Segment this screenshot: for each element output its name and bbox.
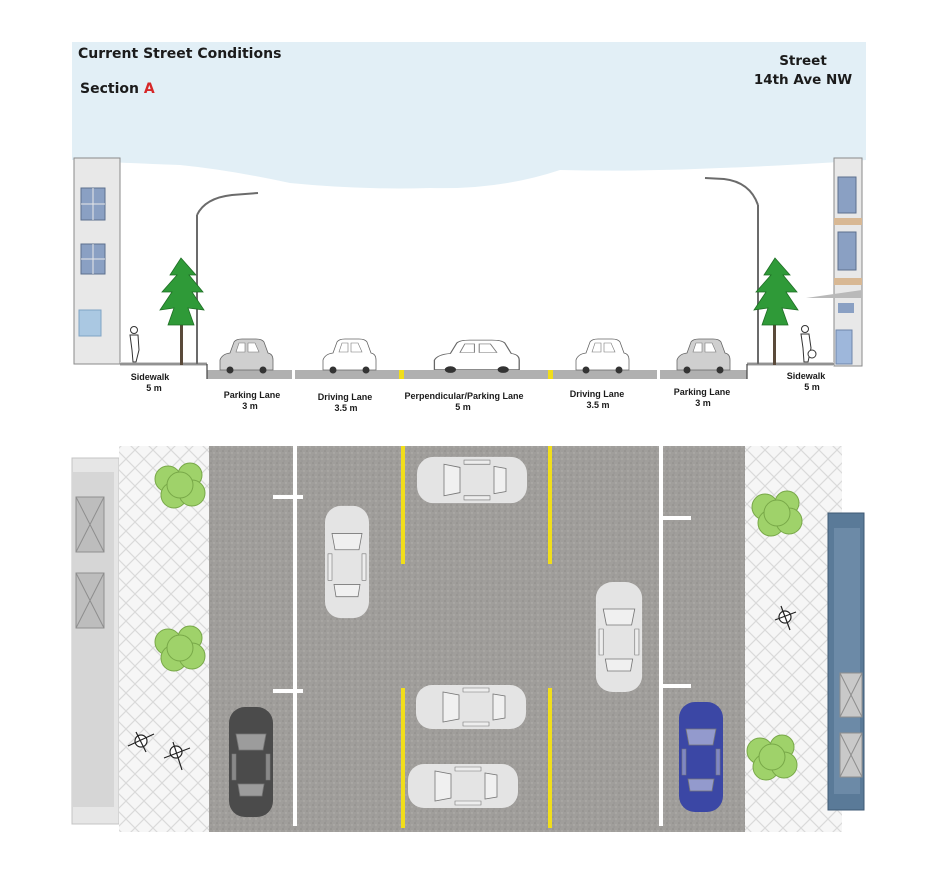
- street-lamp-right: [704, 177, 759, 364]
- svg-text:Section A: Section A: [80, 81, 155, 97]
- tree-right: [753, 257, 799, 365]
- svg-text:3.5 m: 3.5 m: [586, 400, 609, 410]
- lane-label-parking-right: Parking Lane 3 m: [674, 387, 731, 408]
- svg-text:Parking Lane: Parking Lane: [674, 387, 731, 397]
- right-building-plan: [827, 512, 865, 811]
- shrubs: [154, 462, 803, 781]
- plan-view: [71, 446, 865, 832]
- car-plan-driving-right: [595, 581, 643, 693]
- section-letter: A: [144, 81, 155, 97]
- svg-text:5 m: 5 m: [455, 402, 471, 412]
- section-prefix: Section: [80, 81, 139, 97]
- car-elevation-center: [433, 339, 521, 374]
- ground-line: [120, 362, 834, 379]
- svg-text:3 m: 3 m: [242, 401, 258, 411]
- car-plan-driving-left: [324, 505, 370, 619]
- svg-text:5 m: 5 m: [146, 383, 162, 393]
- svg-text:Sidewalk: Sidewalk: [131, 372, 171, 382]
- lane-label-driving-left: Driving Lane 3.5 m: [318, 392, 373, 413]
- right-building-elevation: [806, 157, 863, 367]
- svg-text:5 m: 5 m: [804, 382, 820, 392]
- street-label: Street: [779, 53, 827, 69]
- lane-label-sidewalk-left: Sidewalk 5 m: [131, 372, 171, 393]
- pedestrian-left-icon: [129, 326, 140, 363]
- street-name: 14th Ave NW: [754, 72, 852, 88]
- pedestrians-plan-left-icon: [127, 731, 191, 771]
- car-elevation-driving-right: [575, 338, 630, 374]
- lane-label-sidewalk-right: Sidewalk 5 m: [787, 371, 827, 392]
- section-elevation: Current Street Conditions Section A Stre…: [72, 42, 866, 413]
- page-title: Current Street Conditions: [78, 46, 281, 62]
- svg-text:Driving Lane: Driving Lane: [570, 389, 625, 399]
- car-plan-perpendicular-bottom: [407, 763, 519, 809]
- lane-label-driving-right: Driving Lane 3.5 m: [570, 389, 625, 410]
- car-plan-parking-dark: [228, 706, 274, 818]
- svg-text:Driving Lane: Driving Lane: [318, 392, 373, 402]
- car-plan-parking-blue: [678, 701, 724, 813]
- car-plan-perpendicular-top: [416, 456, 528, 504]
- lane-label-parking-left: Parking Lane 3 m: [224, 390, 281, 411]
- pedestrian-plan-right-icon: [774, 605, 797, 631]
- car-elevation-driving-left: [322, 338, 377, 374]
- svg-text:3.5 m: 3.5 m: [334, 403, 357, 413]
- street-lamp-left: [196, 192, 259, 364]
- svg-text:3 m: 3 m: [695, 398, 711, 408]
- car-elevation-parking-left: [219, 338, 274, 374]
- left-building-elevation: [73, 157, 121, 365]
- svg-text:Perpendicular/Parking Lane: Perpendicular/Parking Lane: [404, 391, 523, 401]
- svg-text:Parking Lane: Parking Lane: [224, 390, 281, 400]
- tree-left: [159, 257, 205, 365]
- lane-markings: [273, 446, 691, 828]
- lane-label-perpendicular: Perpendicular/Parking Lane 5 m: [404, 391, 523, 412]
- pedestrian-right-icon: [800, 325, 817, 363]
- sky-band: [72, 42, 866, 189]
- car-elevation-parking-right: [676, 338, 731, 374]
- left-building-plan: [71, 457, 120, 825]
- car-plan-perpendicular-mid: [415, 684, 527, 730]
- svg-text:Sidewalk: Sidewalk: [787, 371, 827, 381]
